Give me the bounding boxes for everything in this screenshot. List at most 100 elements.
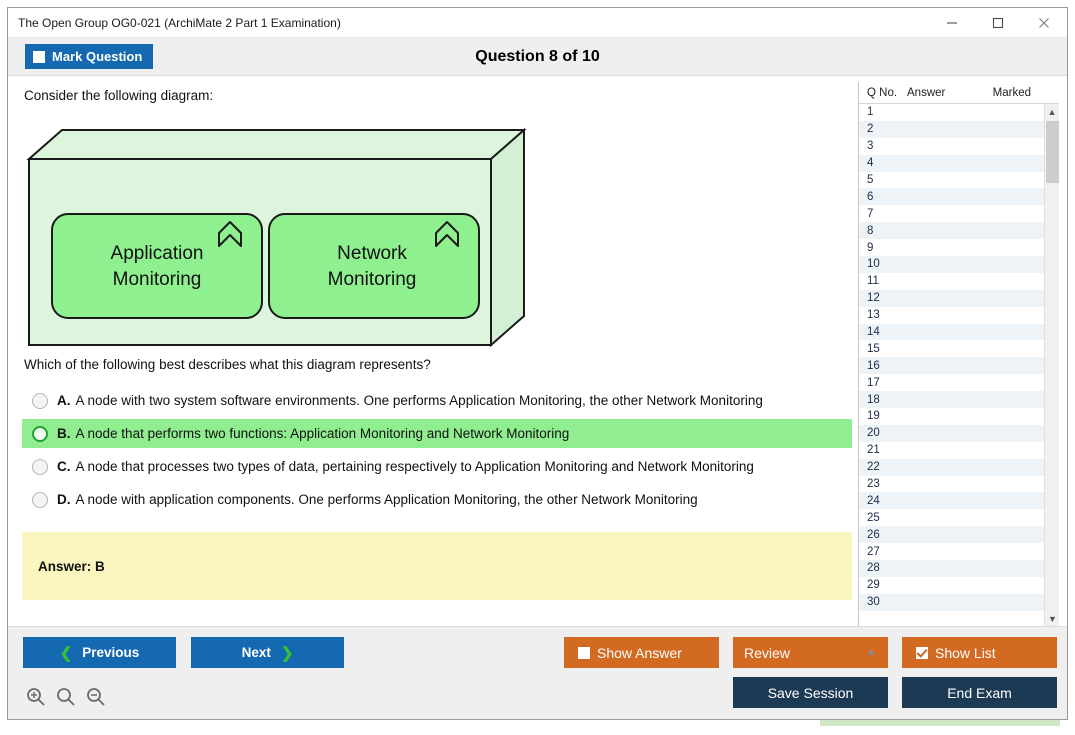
question-list-row-number: 16: [867, 359, 880, 372]
scroll-up-arrow-icon[interactable]: ▲: [1047, 106, 1057, 117]
end-exam-button[interactable]: End Exam: [902, 677, 1057, 708]
answer-option-d[interactable]: D. A node with application components. O…: [22, 485, 852, 514]
question-list-row[interactable]: 13: [859, 307, 1044, 324]
question-list-header: Q No. Answer Marked: [859, 82, 1059, 104]
show-answer-button[interactable]: Show Answer: [564, 637, 719, 668]
question-list-row[interactable]: 1: [859, 104, 1044, 121]
child-2-label-line2: Monitoring: [328, 269, 417, 290]
answer-option-c[interactable]: C. A node that processes two types of da…: [22, 452, 852, 481]
question-list-row-number: 28: [867, 562, 880, 575]
exam-window: The Open Group OG0-021 (ArchiMate 2 Part…: [7, 7, 1068, 720]
question-list-row[interactable]: 16: [859, 357, 1044, 375]
question-list-row[interactable]: 20: [859, 424, 1044, 442]
question-list-row[interactable]: 22: [859, 458, 1044, 476]
question-list-row[interactable]: 17: [859, 374, 1044, 391]
question-list-row-number: 4: [867, 157, 874, 170]
column-header-answer: Answer: [907, 86, 946, 99]
question-list-row[interactable]: 5: [859, 172, 1044, 189]
previous-button[interactable]: ❮ Previous: [23, 637, 176, 668]
question-list-row[interactable]: 4: [859, 154, 1044, 172]
question-list-row[interactable]: 7: [859, 205, 1044, 222]
question-list-row-number: 11: [867, 275, 879, 288]
question-list-row-number: 15: [867, 342, 880, 355]
radio-button-a[interactable]: [32, 392, 48, 409]
question-list-row[interactable]: 6: [859, 188, 1044, 206]
show-answer-label: Show Answer: [597, 644, 682, 661]
question-list-row-number: 20: [867, 427, 880, 440]
question-list-row[interactable]: 25: [859, 509, 1044, 526]
question-list-row[interactable]: 2: [859, 120, 1044, 138]
close-icon[interactable]: [1021, 8, 1067, 37]
answer-reveal-text: Answer: B: [38, 558, 105, 574]
mark-question-button[interactable]: Mark Question: [25, 44, 154, 69]
question-list-row-number: 27: [867, 545, 880, 558]
body: Consider the following diagram: Applicat…: [8, 76, 1067, 626]
answer-option-a[interactable]: A. A node with two system software envir…: [22, 386, 852, 415]
review-label: Review: [744, 644, 790, 661]
question-list-row-number: 2: [867, 123, 874, 136]
mark-question-label: Mark Question: [52, 49, 143, 64]
question-list-row[interactable]: 8: [859, 222, 1044, 240]
minimize-icon[interactable]: [929, 8, 975, 37]
zoom-controls: [26, 687, 106, 707]
desktop-background-sliver: [820, 716, 1060, 726]
question-list-row[interactable]: 28: [859, 560, 1044, 577]
answer-option-c-label: C. A node that processes two types of da…: [57, 459, 754, 474]
question-list-row[interactable]: 9: [859, 239, 1044, 256]
radio-button-b[interactable]: [32, 425, 48, 442]
chevron-right-icon: ❯: [280, 644, 294, 662]
save-session-button[interactable]: Save Session: [733, 677, 888, 708]
column-header-marked: Marked: [992, 86, 1031, 99]
question-list-row[interactable]: 24: [859, 492, 1044, 510]
question-list-row[interactable]: 30: [859, 593, 1044, 611]
scroll-down-arrow-icon[interactable]: ▼: [1048, 613, 1057, 624]
question-list-row[interactable]: 3: [859, 138, 1044, 155]
zoom-in-icon[interactable]: [26, 687, 46, 707]
question-list-row[interactable]: 11: [859, 273, 1044, 290]
question-list-row[interactable]: 10: [859, 256, 1044, 273]
question-content-panel: Consider the following diagram: Applicat…: [8, 76, 852, 626]
question-list-row[interactable]: 23: [859, 476, 1044, 493]
question-list-row-number: 29: [867, 579, 880, 592]
zoom-out-icon[interactable]: [86, 687, 106, 707]
next-button-label: Next: [241, 645, 271, 660]
question-text: Which of the following best describes wh…: [24, 357, 431, 372]
maximize-icon[interactable]: [975, 8, 1021, 37]
answer-option-b[interactable]: B. A node that performs two functions: A…: [22, 419, 852, 448]
scrollbar-thumb[interactable]: [1046, 121, 1059, 183]
question-list-row-number: 21: [867, 444, 880, 457]
page-title: Question 8 of 10: [475, 47, 600, 65]
question-list-row-number: 22: [867, 461, 880, 474]
question-list-row[interactable]: 19: [859, 408, 1044, 425]
previous-button-label: Previous: [82, 645, 140, 660]
question-list-row[interactable]: 18: [859, 391, 1044, 409]
question-list-scrollbar[interactable]: ▲ ▼: [1044, 104, 1059, 626]
mark-question-checkbox-icon: [33, 50, 45, 63]
question-list-row-number: 24: [867, 494, 880, 507]
next-button[interactable]: Next ❯: [191, 637, 344, 668]
diagram-intro-text: Consider the following diagram:: [24, 88, 214, 103]
zoom-reset-icon[interactable]: [56, 687, 76, 707]
question-list-row[interactable]: 21: [859, 442, 1044, 459]
question-list-row[interactable]: 15: [859, 340, 1044, 357]
show-list-button[interactable]: Show List: [902, 637, 1057, 668]
radio-button-d[interactable]: [32, 491, 48, 508]
radio-button-c[interactable]: [32, 458, 48, 475]
question-list-row[interactable]: 29: [859, 577, 1044, 594]
question-list-row[interactable]: 14: [859, 323, 1044, 341]
question-list-row[interactable]: 26: [859, 526, 1044, 544]
end-exam-label: End Exam: [947, 684, 1012, 701]
question-list-row-number: 10: [867, 258, 880, 271]
question-list-row[interactable]: 27: [859, 543, 1044, 560]
question-list-row-number: 14: [867, 326, 880, 339]
answer-option-b-label: B. A node that performs two functions: A…: [57, 426, 570, 441]
question-list-row-number: 26: [867, 528, 880, 541]
review-dropdown-button[interactable]: Review ▲: [733, 637, 888, 668]
question-header-bar: Mark Question Question 8 of 10: [8, 38, 1067, 76]
answer-reveal-box: Answer: B: [22, 532, 852, 600]
chevron-up-icon: ▲: [866, 647, 876, 658]
question-list-row[interactable]: 12: [859, 289, 1044, 307]
question-list-row-number: 1: [867, 106, 874, 119]
